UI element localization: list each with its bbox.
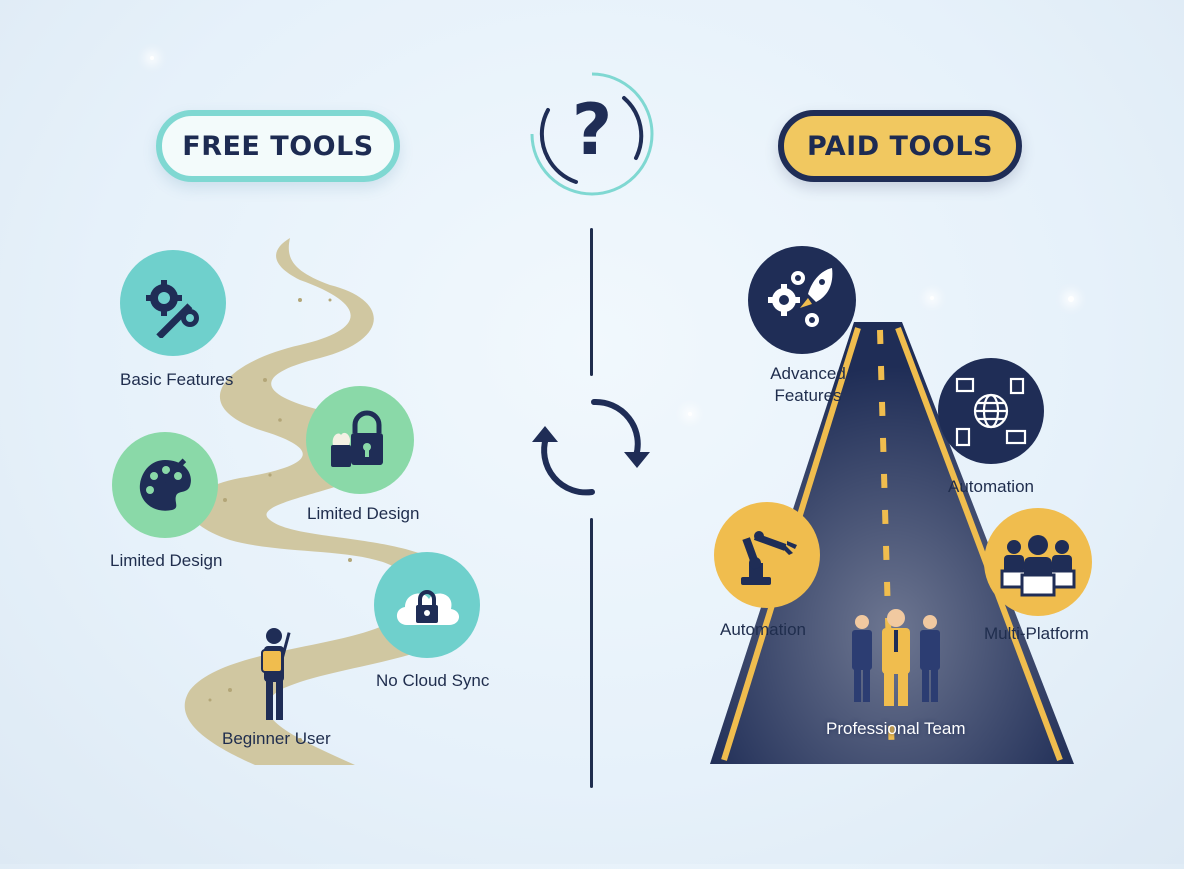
divider-bottom <box>590 518 593 788</box>
question-circle-icon: ? <box>526 68 658 200</box>
label-no-cloud-sync: No Cloud Sync <box>376 671 490 690</box>
globe-devices-icon <box>938 358 1044 464</box>
paint-lock-icon <box>306 386 414 494</box>
divider-top <box>590 228 593 376</box>
sparkle-decoration <box>150 56 154 60</box>
label-beginner-user: Beginner User <box>222 729 331 748</box>
label-advanced-features: Advanced Features <box>770 364 846 405</box>
hiker-icon <box>252 626 298 724</box>
robot-arm-icon <box>714 502 820 608</box>
free-tools-header: FREE TOOLS <box>156 110 400 182</box>
team-screens-icon <box>984 508 1092 616</box>
sparkle-decoration <box>1068 296 1074 302</box>
sparkle-decoration <box>930 296 934 300</box>
sparkle-decoration <box>688 412 692 416</box>
business-team-icon <box>844 606 948 710</box>
label-basic-features: Basic Features <box>120 370 234 389</box>
cycle-arrows-icon <box>528 398 656 498</box>
cloud-lock-icon <box>374 552 480 658</box>
question-mark-glyph: ? <box>571 89 613 171</box>
palette-brush-icon <box>112 432 218 538</box>
label-automation-2: Automation <box>720 620 806 639</box>
gears-rocket-icon <box>748 246 856 354</box>
label-professional-team: Professional Team <box>826 719 966 738</box>
label-automation-1: Automation <box>948 477 1034 496</box>
label-limited-design-1: Limited Design <box>307 504 420 523</box>
label-multi-platform: Multi-Platform <box>984 624 1089 643</box>
wrench-gears-icon <box>120 250 226 356</box>
paid-tools-header: PAID TOOLS <box>778 110 1022 182</box>
label-limited-design-2: Limited Design <box>110 551 223 570</box>
